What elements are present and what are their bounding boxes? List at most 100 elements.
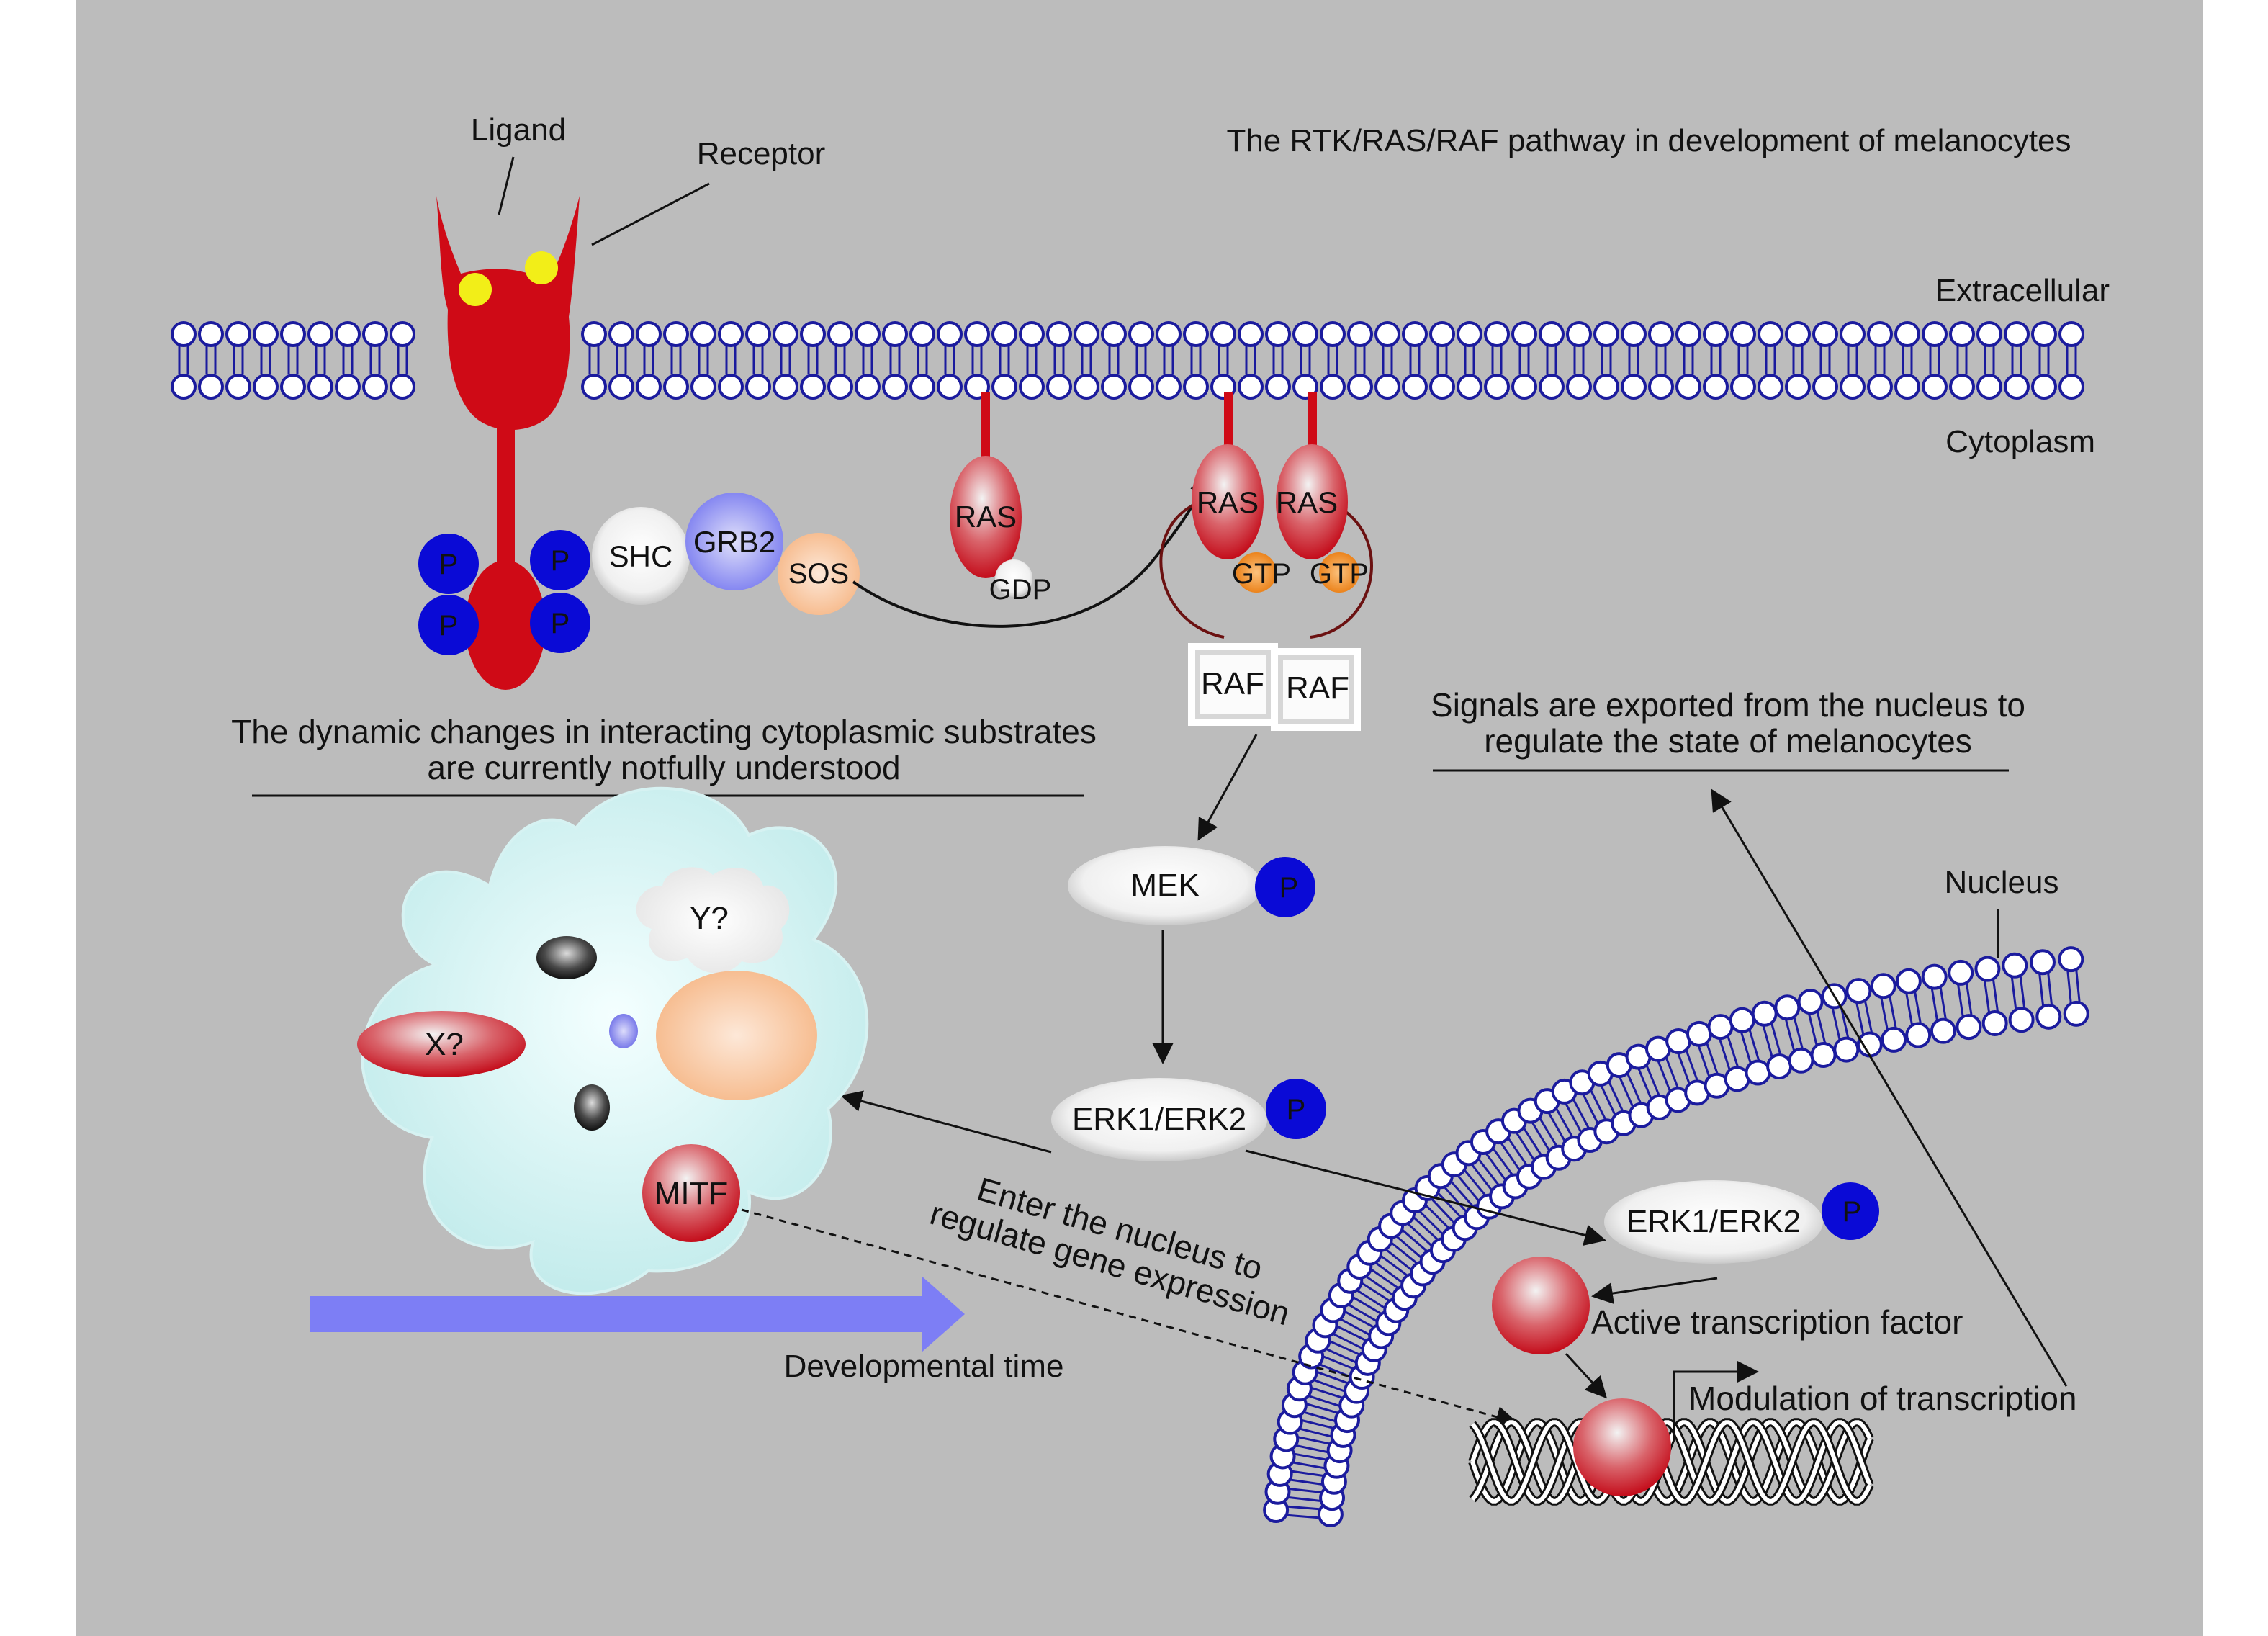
lipid-head bbox=[608, 374, 634, 400]
lipid-tail bbox=[1380, 1255, 1408, 1277]
lipid-head bbox=[2058, 321, 2084, 347]
lipid-head bbox=[1374, 321, 1400, 347]
lipid-head bbox=[1833, 1036, 1860, 1063]
dna-helix bbox=[1468, 1418, 1874, 1506]
lipid-head bbox=[1511, 321, 1537, 347]
lipid-head bbox=[2058, 374, 2084, 400]
lipid-tail bbox=[1356, 1290, 1385, 1309]
lipid-tail bbox=[1665, 1057, 1679, 1088]
signals-export-line1: Signals are exported from the nucleus to bbox=[1431, 686, 2025, 724]
nuclear-erk-kinase: ERK1/ERK2 bbox=[1604, 1180, 1823, 1264]
plasma-membrane bbox=[171, 321, 2084, 400]
lipid-head bbox=[2058, 946, 2084, 973]
lipid-tail bbox=[1677, 1053, 1691, 1084]
lipid-head bbox=[2031, 321, 2057, 347]
erk-to-substrates-arrow bbox=[840, 1090, 1052, 1154]
erk-to-tf-arrow bbox=[1591, 1277, 1718, 1304]
lipid-head bbox=[1046, 321, 1072, 347]
ligand-label: Ligand bbox=[471, 112, 566, 148]
lipid-tail bbox=[1289, 1488, 1321, 1493]
gdp-molecule: GDP bbox=[989, 559, 1052, 606]
lipid-tail bbox=[1816, 1011, 1827, 1043]
lipid-head bbox=[1703, 321, 1729, 347]
lipid-tail bbox=[1770, 1023, 1782, 1055]
lipid-tail bbox=[1492, 1148, 1513, 1175]
receptor-kinase-domain bbox=[465, 560, 546, 690]
lipid-tail bbox=[1437, 1192, 1462, 1218]
lipid-tail bbox=[1539, 1118, 1557, 1146]
lipid-head bbox=[1730, 321, 1756, 347]
lipid-tail bbox=[1402, 1229, 1428, 1252]
ras-anchor bbox=[1308, 392, 1317, 457]
lipid-head bbox=[1845, 978, 1872, 1004]
lipid-tail bbox=[1326, 1348, 1356, 1364]
lipid-tail bbox=[1984, 981, 1991, 1013]
lipid-tail bbox=[1288, 1496, 1320, 1502]
lipid-tail bbox=[1727, 1036, 1739, 1067]
lipid-head bbox=[1810, 1041, 1837, 1068]
lipid-tail bbox=[1582, 1094, 1599, 1124]
lipid-tail bbox=[2038, 974, 2045, 1006]
lipid-head bbox=[2031, 374, 2057, 400]
lipid-head bbox=[1922, 374, 1948, 400]
ligand-leader-line bbox=[498, 156, 515, 215]
lipid-head bbox=[1867, 374, 1893, 400]
lipid-head bbox=[909, 374, 935, 400]
lipid-head bbox=[1374, 374, 1400, 400]
ras-gdp-inactive: RAS bbox=[950, 456, 1022, 578]
developmental-time-arrow bbox=[310, 1276, 965, 1352]
lipid-tail bbox=[1914, 992, 1922, 1024]
lipid-tail bbox=[1966, 983, 1973, 1015]
svg-text:RAS: RAS bbox=[1276, 485, 1338, 519]
ras-activation-arrow bbox=[852, 473, 1210, 628]
lipid-tail bbox=[1317, 1371, 1348, 1384]
lipid-head bbox=[909, 321, 935, 347]
lipid-tail bbox=[2075, 970, 2081, 1002]
svg-text:ERK1/ERK2: ERK1/ERK2 bbox=[1072, 1102, 1246, 1137]
lipid-head bbox=[1621, 374, 1647, 400]
lipid-tail bbox=[1698, 1046, 1711, 1077]
lipid-tail bbox=[1855, 1002, 1865, 1035]
lipid-head bbox=[1766, 1053, 1793, 1079]
lipid-tail bbox=[1314, 1379, 1345, 1393]
lipid-tail bbox=[1657, 1061, 1671, 1092]
lipid-head bbox=[1707, 1014, 1734, 1041]
lipid-tail bbox=[1600, 1085, 1616, 1115]
lipid-head bbox=[636, 321, 662, 347]
svg-text:GRB2: GRB2 bbox=[693, 525, 775, 559]
transcription-start-arrow bbox=[1673, 1361, 1759, 1440]
lipid-tail bbox=[1637, 1069, 1652, 1099]
lipid-head bbox=[1156, 321, 1182, 347]
tf-to-dna-arrow bbox=[1565, 1352, 1608, 1399]
lipid-tail bbox=[1555, 1108, 1573, 1138]
ras-anchor bbox=[981, 392, 990, 457]
nucleus-label: Nucleus bbox=[1945, 865, 2059, 900]
lipid-tail bbox=[1531, 1122, 1550, 1151]
lipid-head bbox=[1566, 374, 1592, 400]
lipid-tail bbox=[1957, 984, 1964, 1017]
lipid-head bbox=[1019, 374, 1045, 400]
shc-protein: SHC bbox=[592, 507, 690, 605]
lipid-head bbox=[882, 374, 908, 400]
lipid-tail bbox=[1477, 1159, 1500, 1186]
lipid-head bbox=[1729, 1007, 1755, 1033]
lipid-tail bbox=[1419, 1210, 1444, 1235]
dynamic-changes-line1: The dynamic changes in interacting cytop… bbox=[231, 713, 1097, 750]
lipid-tail bbox=[1590, 1090, 1606, 1120]
lipid-head bbox=[2029, 949, 2056, 976]
lipid-head bbox=[2063, 1000, 2089, 1027]
lipid-head bbox=[1101, 321, 1127, 347]
svg-text:GDP: GDP bbox=[989, 574, 1052, 606]
lipid-tail bbox=[1880, 997, 1889, 1030]
lipid-head bbox=[1686, 1020, 1712, 1047]
lipid-head bbox=[1895, 968, 1922, 994]
mek-kinase: MEK bbox=[1068, 846, 1262, 925]
phosphate-group: P bbox=[530, 593, 590, 653]
lipid-head bbox=[1539, 374, 1565, 400]
lipid-head bbox=[1976, 321, 2002, 347]
lipid-head bbox=[171, 321, 197, 347]
lipid-head bbox=[1758, 374, 1783, 400]
lipid-tail bbox=[1296, 1444, 1328, 1454]
receptor-leader-line bbox=[591, 182, 710, 246]
lipid-head bbox=[280, 321, 306, 347]
